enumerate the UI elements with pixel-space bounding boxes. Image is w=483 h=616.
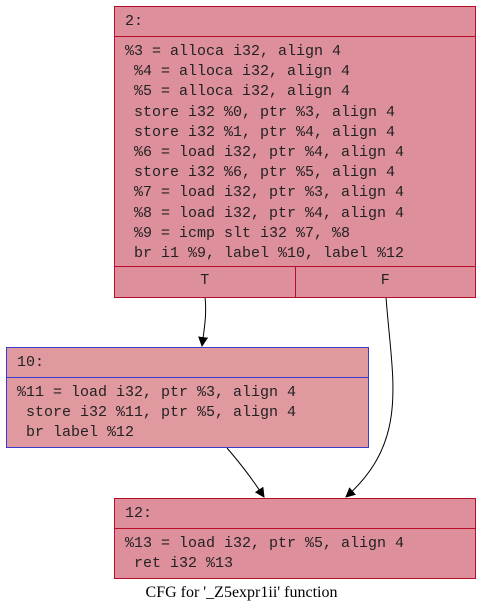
instruction-line: %4 = alloca i32, align 4 [125, 63, 351, 81]
instruction-line: %9 = icmp slt i32 %7, %8 [125, 224, 351, 242]
instruction-line: %6 = load i32, ptr %4, align 4 [125, 144, 405, 162]
node-2-branches: T F [115, 266, 475, 297]
instruction-line: store i32 %11, ptr %5, align 4 [17, 404, 297, 422]
edge-10-to-12 [226, 447, 265, 498]
instruction-line: store i32 %1, ptr %4, align 4 [125, 123, 396, 141]
instruction-line: store i32 %0, ptr %3, align 4 [125, 103, 396, 121]
node-2-true-port: T [115, 267, 296, 297]
cfg-node-2: 2: %3 = alloca i32, align 4 %4 = alloca … [114, 6, 476, 298]
node-12-body: %13 = load i32, ptr %5, align 4 ret i32 … [115, 529, 475, 579]
instruction-line: %7 = load i32, ptr %3, align 4 [125, 184, 405, 202]
node-2-header: 2: [115, 7, 475, 37]
instruction-line: %11 = load i32, ptr %3, align 4 [17, 384, 297, 401]
instruction-line: ret i32 %13 [125, 555, 234, 573]
instruction-line: store i32 %6, ptr %5, align 4 [125, 164, 396, 182]
node-12-header: 12: [115, 499, 475, 529]
instruction-line: br label %12 [17, 424, 135, 442]
instruction-line: %5 = alloca i32, align 4 [125, 83, 351, 101]
node-2-false-port: F [380, 272, 390, 289]
edge-2-true-to-10 [198, 296, 209, 347]
instruction-line: %3 = alloca i32, align 4 [125, 43, 342, 60]
edge-2-false-to-12 [345, 296, 394, 498]
node-10-header: 10: [7, 348, 368, 378]
cfg-node-12: 12: %13 = load i32, ptr %5, align 4 ret … [114, 498, 476, 579]
instruction-line: %13 = load i32, ptr %5, align 4 [125, 535, 405, 552]
graph-caption: CFG for '_Z5expr1ii' function [145, 584, 338, 601]
cfg-node-10: 10: %11 = load i32, ptr %3, align 4 stor… [6, 347, 369, 448]
node-10-body: %11 = load i32, ptr %3, align 4 store i3… [7, 378, 368, 449]
instruction-line: br i1 %9, label %10, label %12 [125, 245, 405, 263]
instruction-line: %8 = load i32, ptr %4, align 4 [125, 204, 405, 222]
node-2-body: %3 = alloca i32, align 4 %4 = alloca i32… [115, 37, 475, 269]
